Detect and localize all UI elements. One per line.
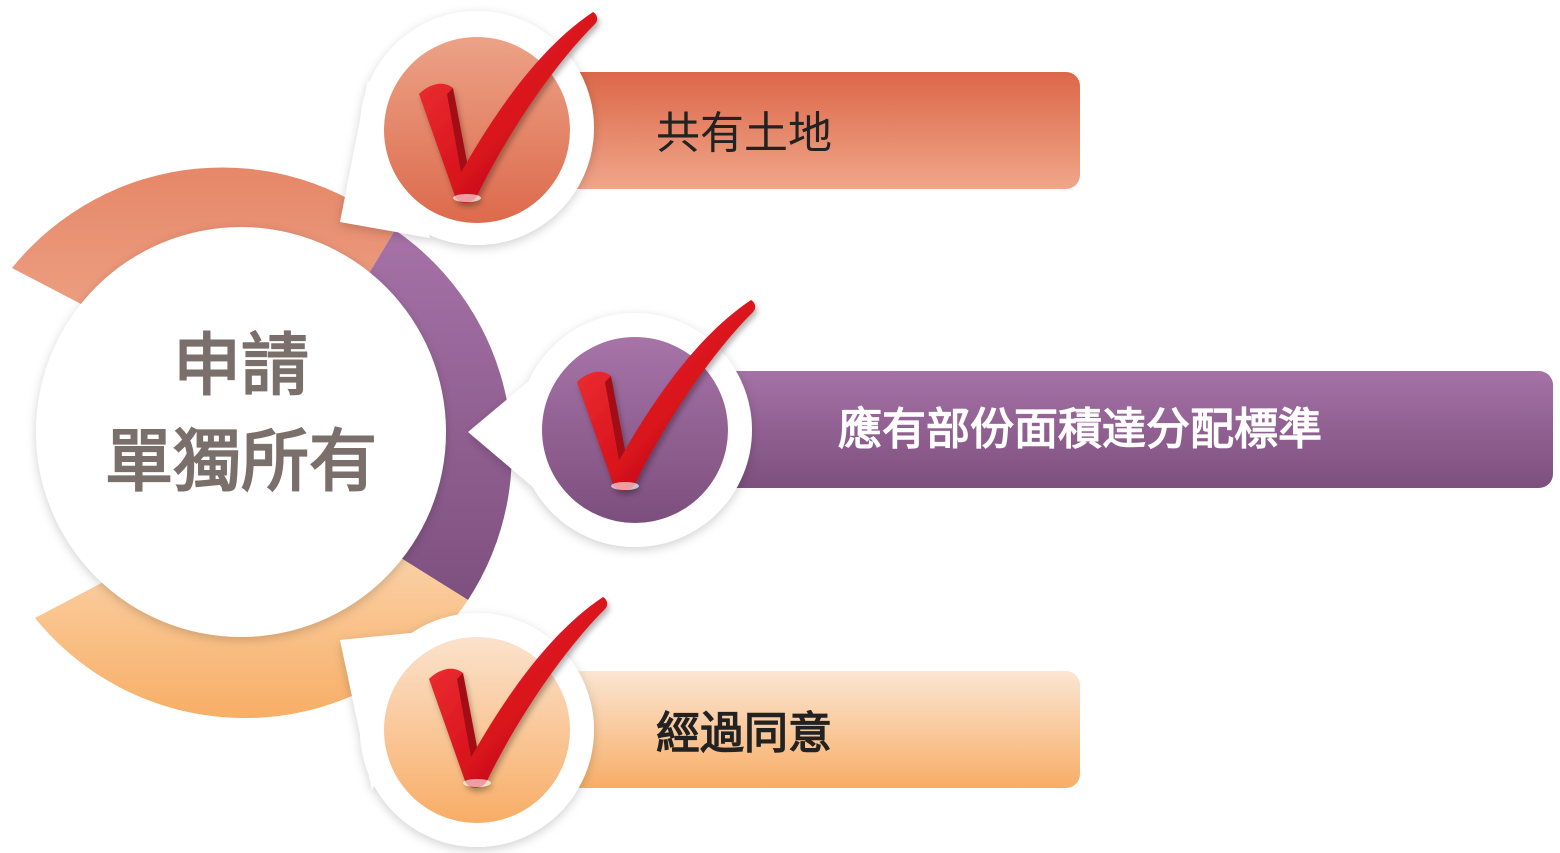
item-bar-1 <box>560 72 1080 189</box>
item-bar-group <box>560 72 1553 788</box>
center-title-line-2: 單獨所有 <box>105 423 377 502</box>
item-bar-3 <box>560 671 1080 788</box>
item-label-1: 共有土地 <box>656 108 832 159</box>
check-mark-icon <box>429 597 608 788</box>
item-label-2: 應有部份面積達分配標準 <box>838 404 1322 455</box>
item-bar-2 <box>715 371 1553 488</box>
check-mark-icon <box>419 12 598 203</box>
center-title-line-1: 申請 <box>173 327 309 406</box>
center-circle <box>36 227 446 637</box>
check-mark-icon <box>577 300 756 491</box>
item-label-3: 經過同意 <box>656 708 832 759</box>
